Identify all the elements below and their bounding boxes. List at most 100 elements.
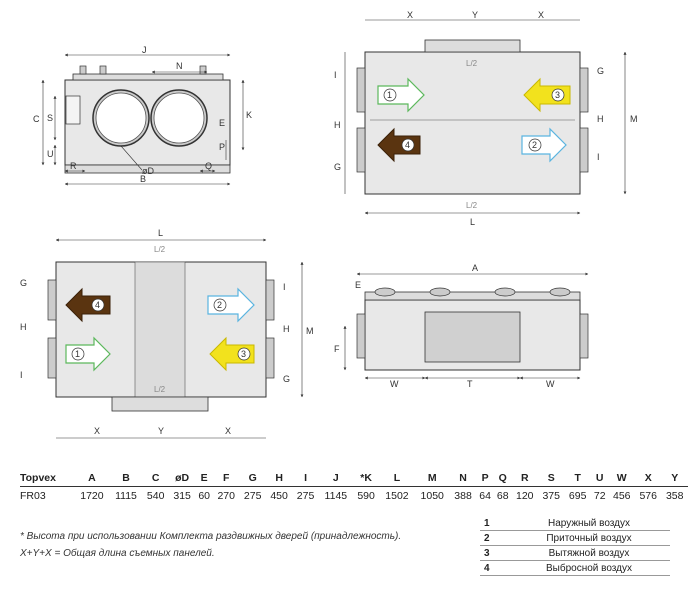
table-cell: 590	[357, 490, 375, 502]
dim-k: K	[246, 110, 252, 120]
dim-s: S	[47, 113, 53, 123]
table-cell: 275	[296, 490, 315, 502]
dim-q: Q	[205, 161, 212, 171]
dim-l2-top: L/2	[466, 59, 478, 68]
table-row: FR03 1720 1115 540 315 60 270 275 450 27…	[20, 487, 688, 505]
dim-e-v4: E	[355, 280, 361, 290]
table-cell: 1145	[324, 490, 348, 502]
legend-number: 2	[480, 530, 508, 546]
dim-n: N	[176, 61, 183, 71]
dim-m-v3: M	[306, 326, 314, 336]
header-cell: Topvex	[20, 470, 75, 487]
header-cell: I	[292, 470, 319, 487]
dim-h-right-v3: H	[283, 324, 290, 334]
header-cell: P	[476, 470, 494, 487]
dim-x-left: X	[407, 10, 413, 20]
table-cell: 270	[217, 490, 235, 502]
dim-l2-bottom-v3: L/2	[154, 385, 166, 394]
legend-label: Приточный воздух	[508, 530, 670, 546]
header-cell: H	[265, 470, 293, 487]
dim-x-left-v3: X	[94, 426, 100, 436]
table-cell: 695	[568, 490, 587, 502]
dim-h-left: H	[334, 120, 341, 130]
arrow-label-1-v3: 1	[75, 349, 80, 359]
dim-p: P	[219, 142, 225, 152]
arrow-label-3: 3	[555, 90, 560, 100]
table-cell: 1502	[385, 490, 409, 502]
dim-g-left: G	[334, 162, 341, 172]
dim-i-right: I	[597, 152, 600, 162]
header-cell: F	[212, 470, 240, 487]
dim-y: Y	[472, 10, 478, 20]
dim-j: J	[142, 45, 147, 55]
dim-a: A	[472, 263, 478, 273]
dim-x-right: X	[538, 10, 544, 20]
dim-m: M	[630, 114, 638, 124]
dim-u: U	[47, 149, 54, 159]
dim-r: R	[70, 161, 77, 171]
table-cell: 456	[612, 490, 631, 502]
dim-e: E	[219, 118, 225, 128]
dim-i-right-v3: I	[283, 282, 286, 292]
legend-item: 1 Наружный воздух	[480, 516, 670, 531]
airflow-legend: 1 Наружный воздух 2 Приточный воздух 3 В…	[480, 516, 670, 576]
arrow-label-2: 2	[532, 140, 537, 150]
table-cell: 315	[173, 490, 191, 502]
dim-g-left-v3: G	[20, 278, 27, 288]
view-plan-top-right: X Y X L/2 L/2 I H G M G H I L 1 3 4 2	[334, 10, 638, 227]
header-cell: Y	[661, 470, 688, 487]
dim-od: øD	[142, 166, 154, 176]
footnote-door-kit: * Высота при использовании Комплекта раз…	[20, 531, 402, 542]
table-cell: 1720	[80, 490, 104, 502]
dim-c: C	[33, 114, 40, 124]
dim-w-left: W	[390, 379, 399, 389]
legend-item: 3 Вытяжной воздух	[480, 545, 670, 561]
table-cell: 358	[665, 490, 684, 502]
legend-label: Наружный воздух	[508, 516, 670, 531]
dim-h-right: H	[597, 114, 604, 124]
technical-drawings: J N C S U K P E R Q B øD X Y X L/2	[20, 10, 638, 439]
legend-label: Вытяжной воздух	[508, 545, 670, 561]
table-cell: 375	[542, 490, 560, 502]
view-end-ducts: J N C S U K P E R Q B øD	[33, 45, 252, 186]
dim-i-left-v3: I	[20, 370, 23, 380]
table-cell: 72	[593, 490, 606, 502]
header-cell: G	[239, 470, 266, 487]
legend-number: 3	[480, 545, 508, 561]
dim-g-right-v3: G	[283, 374, 290, 384]
arrow-label-2-v3: 2	[217, 300, 222, 310]
header-cell: E	[195, 470, 213, 487]
table-cell: 576	[639, 490, 657, 502]
outdoor-air-arrow	[377, 77, 425, 113]
dim-t: T	[467, 379, 473, 389]
table-cell: 1115	[115, 490, 137, 502]
table-cell: 60	[198, 490, 211, 502]
header-cell: B	[109, 470, 143, 487]
supply-air-arrow	[521, 127, 567, 163]
header-cell: U	[590, 470, 609, 487]
arrow-label-3-v3: 3	[241, 349, 246, 359]
arrow-label-1: 1	[387, 90, 392, 100]
header-cell: W	[608, 470, 635, 487]
dim-l2-top-v3: L/2	[154, 245, 166, 254]
view-side-elevation: A E F W T W	[334, 263, 589, 389]
table-cell: 540	[146, 490, 165, 502]
dim-y-v3: Y	[158, 426, 164, 436]
header-cell: *K	[352, 470, 380, 487]
header-cell: T	[564, 470, 591, 487]
dim-x-right-v3: X	[225, 426, 231, 436]
table-cell: FR03	[20, 490, 46, 502]
table-cell: 64	[479, 490, 491, 502]
exhaust-air-arrow	[377, 127, 421, 163]
header-cell: øD	[168, 470, 196, 487]
extract-air-arrow	[523, 77, 571, 113]
dim-i-left: I	[334, 70, 337, 80]
header-cell: S	[538, 470, 565, 487]
header-cell: Q	[493, 470, 512, 487]
dim-l: L	[470, 217, 475, 227]
dimensions-table-header: Topvex A B C øD E F G H I J *K L M N P Q…	[20, 470, 688, 487]
header-cell: M	[414, 470, 450, 487]
header-cell: C	[142, 470, 169, 487]
arrow-label-4-v3: 4	[95, 300, 100, 310]
legend-number: 4	[480, 560, 508, 576]
